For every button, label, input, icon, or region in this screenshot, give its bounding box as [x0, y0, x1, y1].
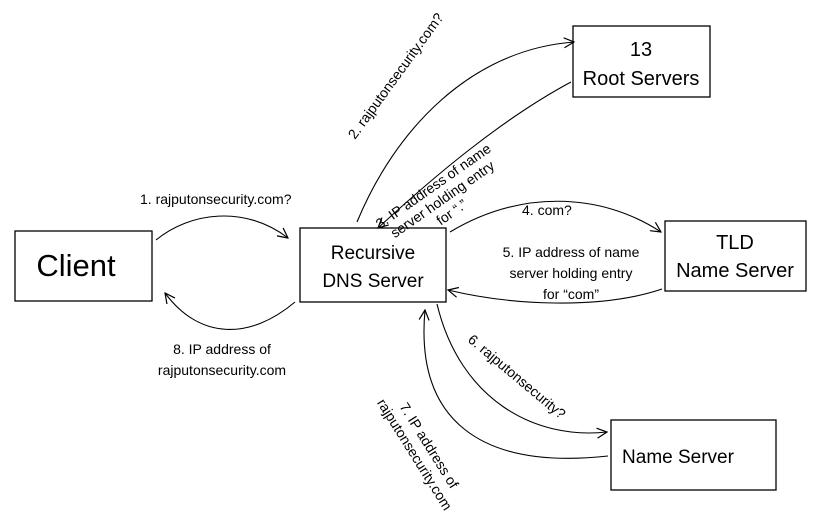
- edge-label-8-line1: 8. IP address of: [173, 341, 271, 357]
- recursive-dns-server-box: [299, 227, 447, 303]
- edge-label-8: 8. IP address of rajputonsecurity.com: [158, 341, 286, 378]
- edge-label-3-line1: 3. IP address of name: [373, 140, 494, 232]
- root-servers-node: 13 Root Servers: [572, 25, 711, 98]
- tld-name-server-box: [664, 220, 807, 292]
- client-node: Client: [14, 230, 153, 302]
- client-label: Client: [36, 248, 116, 283]
- edge-label-5-line1: 5. IP address of name: [503, 244, 640, 260]
- root-servers-label-line2: Root Servers: [583, 68, 700, 90]
- edge-label-1: 1. rajputonsecurity.com?: [140, 191, 292, 207]
- arrow-5-tld-to-recursive: [448, 289, 663, 304]
- client-box: [14, 230, 153, 302]
- edge-label-5-line3: for “com”: [543, 286, 599, 302]
- edge-label-5-line2: server holding entry: [510, 265, 633, 281]
- arrow-2-recursive-to-root: [356, 42, 574, 223]
- tld-name-server-label-line2: Name Server: [676, 260, 794, 282]
- root-servers-label-line1: 13: [630, 39, 652, 61]
- arrow-6-recursive-to-name-server: [436, 303, 607, 433]
- arrow-3-root-to-recursive: [378, 81, 572, 228]
- edge-label-5: 5. IP address of name server holding ent…: [503, 244, 640, 302]
- recursive-dns-server-label-line2: DNS Server: [322, 271, 424, 292]
- recursive-dns-server-node: Recursive DNS Server: [299, 227, 447, 303]
- recursive-dns-server-label-line1: Recursive: [331, 243, 415, 264]
- name-server-label: Name Server: [622, 447, 735, 468]
- arrow-8-recursive-to-client: [165, 293, 296, 330]
- tld-name-server-node: TLD Name Server: [664, 220, 807, 292]
- arrow-4-recursive-to-tld: [449, 200, 661, 232]
- edge-label-4: 4. com?: [522, 202, 572, 218]
- edge-label-6: 6. rajputonsecurity?: [465, 331, 569, 422]
- name-server-box: [610, 419, 777, 491]
- name-server-node: Name Server: [610, 419, 777, 491]
- edge-label-2: 2. rajputonsecurity.com?: [344, 10, 446, 142]
- arrow-1-client-to-recursive: [155, 215, 288, 241]
- edge-label-8-line2: rajputonsecurity.com: [158, 362, 286, 378]
- edge-label-7: 7. IP address of rajputonsecurity.com: [374, 396, 462, 513]
- tld-name-server-label-line1: TLD: [716, 232, 754, 254]
- arrow-7-name-server-to-recursive: [424, 310, 609, 459]
- root-servers-box: [572, 25, 711, 98]
